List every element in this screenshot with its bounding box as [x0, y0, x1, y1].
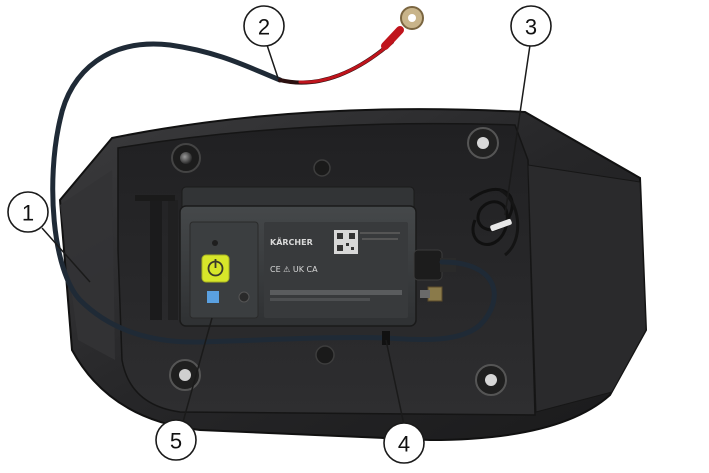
svg-text:2: 2: [258, 15, 270, 40]
svg-text:5: 5: [170, 429, 182, 454]
qr-code-icon: [334, 230, 358, 254]
brand-logo: KÄRCHER: [270, 237, 313, 247]
callout-4: 4: [383, 422, 425, 464]
main-cable: [50, 41, 497, 345]
leader-line-4: [385, 339, 405, 426]
label-strip: [270, 290, 402, 295]
callout-2: 2: [243, 5, 285, 47]
callout-5: 5: [155, 419, 197, 461]
leader-line-3: [504, 44, 531, 216]
leader-line-5: [182, 317, 213, 423]
ce-mark-icon: CE ⚠ UK CA: [270, 265, 318, 274]
screw-boss-bottom-left: [169, 359, 201, 391]
small-indicator: [238, 291, 250, 303]
callout-1: 1: [7, 191, 49, 233]
leader-line-2: [266, 44, 279, 79]
charger-device: KÄRCHER CE ⚠ UK CA: [179, 186, 417, 327]
svg-text:CE ⚠ UK CA: CE ⚠ UK CA: [270, 265, 318, 274]
coiled-cable: [469, 187, 520, 257]
screw-boss-top-center: [313, 159, 331, 177]
screw-boss-top-left: [171, 143, 201, 173]
cable-sleeve-ring: [382, 331, 390, 345]
screw-boss-bottom-center: [315, 345, 335, 365]
screw-boss-bottom-right: [475, 364, 507, 396]
screw-boss-top-right: [467, 127, 499, 159]
svg-text:3: 3: [525, 15, 537, 40]
leader-line-1: [41, 227, 91, 283]
power-icon: [207, 259, 224, 277]
ring-terminal-icon: [381, 6, 424, 50]
svg-text:1: 1: [22, 201, 34, 226]
blue-button: [207, 291, 219, 303]
power-button: [201, 254, 230, 283]
antenna-connector: [420, 286, 443, 302]
callout-3: 3: [510, 5, 552, 47]
svg-text:4: 4: [398, 432, 410, 457]
cable-tie: [490, 218, 512, 232]
